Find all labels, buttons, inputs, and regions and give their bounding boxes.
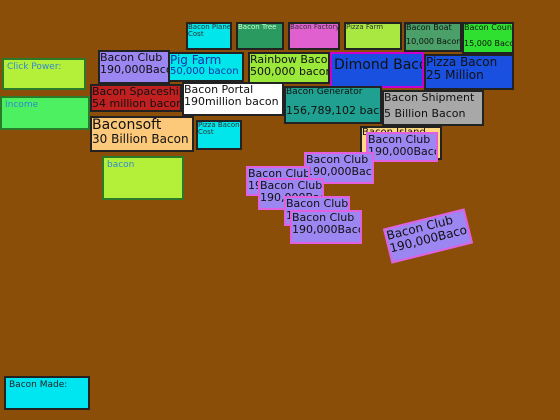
bacon-country-price: 15,000 Bacon — [464, 39, 514, 49]
bacon-shipment-price: 5 Billion Bacon — [384, 106, 466, 120]
bacon-club-name: Bacon Club — [286, 197, 349, 210]
bacon-tree-tile[interactable]: Bacon Tree — [236, 22, 284, 50]
bacon-factory-name: Bacon Factory — [290, 23, 340, 31]
pizza-farm-name: Pizza Farm — [346, 23, 384, 31]
bacon-portal-tile[interactable]: Bacon Portal 190million bacon — [182, 82, 284, 116]
bacon-made-label: Bacon Made: — [9, 380, 68, 390]
tiny-pizza-tile[interactable]: Pizza Bacon Cost — [196, 120, 242, 150]
bacon-country-name: Bacon Country — [464, 23, 512, 32]
bacon-count-label: bacon — [107, 160, 135, 170]
rainbow-bacon-price: 500,000 bacon — [250, 64, 330, 78]
bacon-club-price: 190,000Bacon — [368, 144, 436, 158]
income-panel: Income — [0, 96, 90, 130]
bacon-made-panel: Bacon Made: — [4, 376, 90, 410]
bacon-planet-tile[interactable]: Bacon Planet Cost — [186, 22, 232, 50]
bacon-generator-name: Bacon Generator — [286, 87, 363, 97]
bacon-generator-tile[interactable]: Bacon Generator 156,789,102 bacon — [284, 86, 382, 124]
bacon-club-name: Bacon Club — [260, 179, 323, 192]
bacon-boat-price: 10,000 Bacon — [406, 37, 462, 47]
pizza-bacon-name: Pizza Bacon — [426, 55, 498, 69]
click-power-panel: Click Power: — [2, 58, 86, 90]
bacon-spaceship-name: Bacon Spaceship — [92, 85, 182, 98]
bacon-club-price: 190,000Bacon — [292, 222, 360, 236]
tiny-pizza-price: Cost — [198, 128, 214, 137]
click-power-label: Click Power: — [7, 62, 62, 72]
bacon-club-tile-main[interactable]: Bacon Club 190,000Bacon — [98, 50, 170, 84]
baconsoft-name: Baconsoft — [92, 117, 162, 133]
bacon-club-name: Bacon Club — [100, 51, 163, 64]
bacon-club-name: Bacon Club — [368, 133, 431, 146]
bacon-club-clone[interactable]: Bacon Club 190,000Bacon — [290, 210, 362, 244]
bacon-club-price: 190,000Bacon — [100, 62, 168, 76]
bacon-planet-name: Bacon Planet — [188, 23, 232, 31]
income-label: Income — [5, 100, 39, 110]
baconsoft-price: 30 Billion Bacon — [92, 131, 189, 146]
pig-farm-name: Pig Farm — [170, 53, 222, 67]
bacon-portal-name: Bacon Portal — [184, 83, 254, 96]
bacon-club-price: 190,000Bacon — [306, 164, 372, 178]
baconsoft-tile[interactable]: Baconsoft 30 Billion Bacon — [90, 116, 194, 152]
bacon-spaceship-tile[interactable]: Bacon Spaceship 54 million bacon — [90, 84, 182, 112]
bacon-count-panel: bacon — [102, 156, 184, 200]
bacon-planet-price: Cost — [188, 30, 204, 39]
tiny-pizza-name: Pizza Bacon — [198, 121, 240, 129]
bacon-club-name: Bacon Club — [292, 211, 355, 224]
diamond-bacon-tile[interactable]: Dimond Bacon — [330, 52, 424, 88]
pig-farm-price: 50,000 bacon — [170, 65, 239, 77]
diamond-bacon-name: Dimond Bacon — [334, 57, 422, 73]
bacon-country-tile[interactable]: Bacon Country 15,000 Bacon — [462, 22, 514, 54]
bacon-generator-price: 156,789,102 bacon — [286, 104, 380, 118]
bacon-spaceship-price: 54 million bacon — [92, 96, 182, 110]
bacon-portal-price: 190million bacon — [184, 94, 279, 108]
rainbow-bacon-tile[interactable]: Rainbow Bacon 500,000 bacon — [248, 52, 330, 84]
bacon-shipment-name: Bacon Shipment — [384, 91, 475, 104]
rainbow-bacon-name: Rainbow Bacon — [250, 53, 330, 66]
pizza-bacon-tile[interactable]: Pizza Bacon 25 Million — [424, 54, 514, 90]
bacon-club-clone[interactable]: Bacon Club 190,000Bacon — [366, 132, 438, 162]
bacon-club-name: Bacon Club — [306, 153, 369, 166]
bacon-boat-name: Bacon Boat — [406, 23, 452, 32]
bacon-factory-tile[interactable]: Bacon Factory — [288, 22, 340, 50]
bacon-club-name: Bacon Club — [248, 167, 310, 180]
pig-farm-tile[interactable]: Pig Farm 50,000 bacon — [168, 52, 244, 82]
bacon-tree-name: Bacon Tree — [238, 23, 277, 31]
bacon-boat-tile[interactable]: Bacon Boat 10,000 Bacon — [404, 22, 462, 52]
pizza-bacon-price: 25 Million — [426, 67, 484, 82]
bacon-shipment-tile[interactable]: Bacon Shipment 5 Billion Bacon — [382, 90, 484, 126]
bacon-club-rotated[interactable]: Bacon Club 190,000Bacon — [382, 208, 474, 264]
pizza-farm-tile[interactable]: Pizza Farm — [344, 22, 402, 50]
